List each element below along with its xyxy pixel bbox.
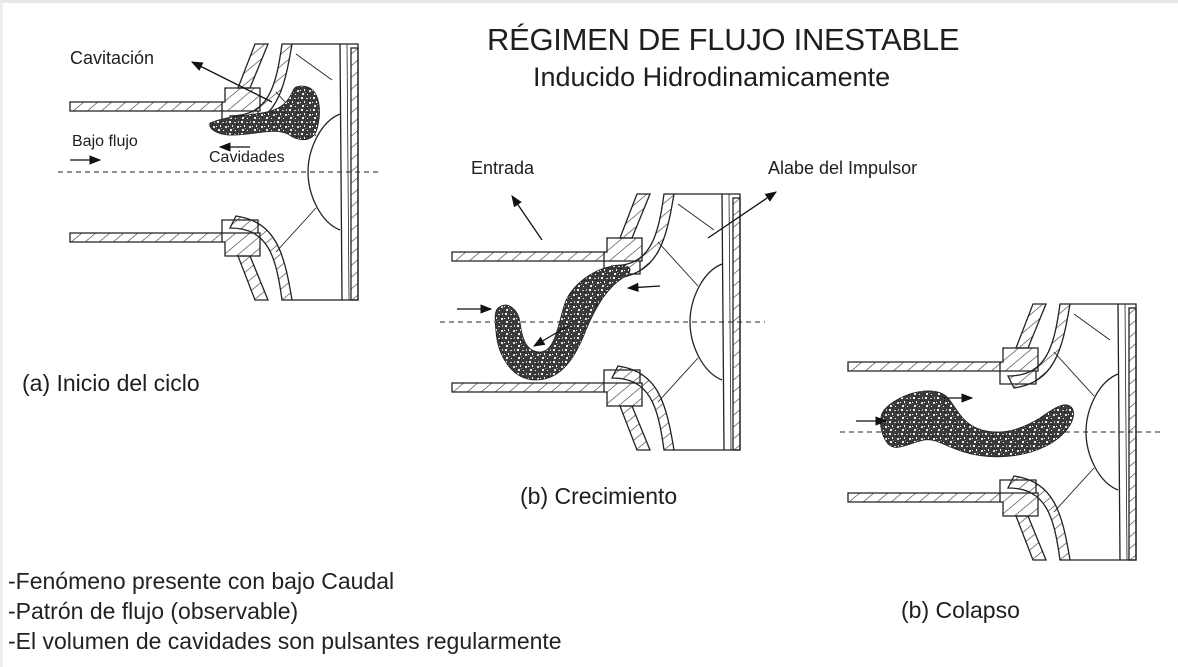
- alabe-arrow: [707, 191, 777, 239]
- cavity-c: [880, 390, 1074, 458]
- caption-a: (a) Inicio del ciclo: [22, 370, 200, 396]
- note-item: -Patrón de flujo (observable): [8, 598, 299, 624]
- label-bajo-flujo: Bajo flujo: [72, 133, 138, 150]
- label-entrada: Entrada: [471, 158, 535, 178]
- cavity-b: [494, 264, 631, 381]
- caption-b: (b) Crecimiento: [520, 483, 678, 509]
- label-alabe: Alabe del Impulsor: [768, 158, 918, 178]
- label-cavitacion: Cavitación: [70, 48, 155, 68]
- diagram-title: RÉGIMEN DE FLUJO INESTABLE: [487, 22, 960, 57]
- note-item: -El volumen de cavidades son pulsantes r…: [8, 628, 562, 654]
- cavity-a: [209, 85, 320, 141]
- caption-c: (b) Colapso: [901, 597, 1020, 623]
- panel-a-pump: [58, 43, 378, 301]
- inner-arrow-b-1: [626, 282, 661, 293]
- inner-arrow-b-2: [532, 325, 569, 347]
- entrada-arrow: [511, 195, 543, 241]
- notes-list: -Fenómeno presente con bajo Caudal -Patr…: [8, 566, 562, 656]
- note-item: -Fenómeno presente con bajo Caudal: [8, 568, 395, 594]
- panel-c-pump: [840, 303, 1160, 561]
- panel-b-pump: [440, 191, 777, 451]
- cavitacion-arrow: [190, 61, 273, 103]
- label-cavidades: Cavidades: [209, 149, 285, 166]
- diagram-subtitle: Inducido Hidrodinamicamente: [533, 62, 891, 92]
